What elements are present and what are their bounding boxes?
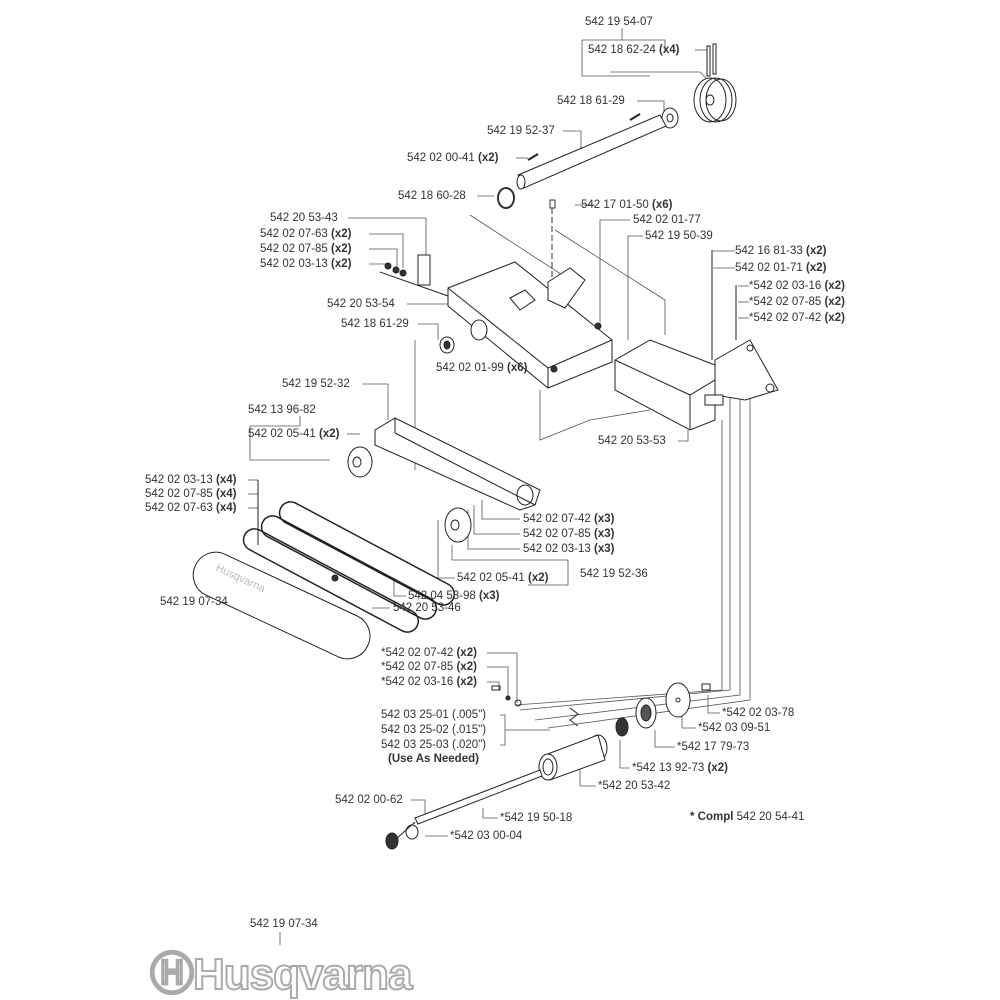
part-label: 542 02 00-41 (x2): [407, 152, 499, 164]
part-label: 542 03 25-01 (.005"): [381, 709, 487, 721]
part-label: 542 20 53-43: [270, 212, 338, 224]
part-label: 542 13 96-82: [248, 404, 316, 416]
part-label: 542 20 53-46: [393, 602, 461, 614]
part-note: (Use As Needed): [388, 753, 479, 765]
part-label: *542 02 03-78: [722, 707, 795, 719]
part-label: *542 20 53-42: [598, 780, 671, 792]
part-label: *542 02 07-42 (x2): [749, 312, 845, 324]
part-label: 542 02 07-85 (x3): [523, 528, 615, 540]
part-label: 542 20 53-54: [327, 298, 395, 310]
part-label: 542 03 25-02 (.015"): [381, 724, 487, 736]
drive-shaft: [516, 113, 667, 190]
part-label: 542 18 60-28: [398, 190, 466, 202]
part-label: 542 19 50-39: [645, 230, 713, 242]
spindle-assembly: [385, 682, 711, 850]
part-label: 542 20 53-53: [598, 435, 666, 447]
crown-h-icon: Ⓗ: [149, 949, 195, 1000]
part-label: *542 02 07-85 (x2): [381, 661, 477, 673]
part-label: 542 02 03-13 (x3): [523, 543, 615, 555]
part-label: 542 17 01-50 (x6): [581, 199, 673, 211]
drive-belts: [242, 501, 456, 633]
part-label: *542 17 79-73: [677, 741, 750, 753]
part-label: 542 19 52-32: [282, 378, 350, 390]
part-label: 542 02 03-13 (x2): [260, 258, 352, 270]
part-label: *542 02 07-85 (x2): [749, 296, 845, 308]
part-label: *542 02 03-16 (x2): [749, 280, 845, 292]
complete-kit-note: * Compl 542 20 54-41: [690, 811, 805, 823]
part-label: 542 02 05-41 (x2): [248, 428, 340, 440]
leader-lines: [236, 28, 751, 945]
part-label: 542 19 07-34: [160, 596, 228, 608]
part-label: 542 03 25-03 (.020"): [381, 739, 487, 751]
part-label: 542 02 01-77: [633, 214, 701, 226]
part-label: 542 02 07-63 (x2): [260, 228, 352, 240]
part-label: 542 02 01-71 (x2): [735, 262, 827, 274]
part-label: 542 16 81-33 (x2): [735, 245, 827, 257]
part-label: 542 02 07-42 (x3): [523, 513, 615, 525]
part-label: 542 02 05-41 (x2): [457, 572, 549, 584]
part-label: 542 19 54-07: [585, 16, 653, 28]
part-label: *542 02 07-42 (x2): [381, 647, 477, 659]
part-label: 542 19 52-37: [487, 125, 555, 137]
o-ring: [497, 187, 515, 209]
part-label: 542 02 07-63 (x4): [145, 502, 237, 514]
part-label: *542 19 50-18: [500, 812, 573, 824]
part-label: 542 02 01-99 (x6): [436, 362, 528, 374]
part-label: 542 18 61-29: [341, 318, 409, 330]
part-label: *542 13 92-73 (x2): [632, 762, 728, 774]
part-label: 542 19 07-34: [250, 918, 318, 930]
part-label: *542 03 00-04: [450, 830, 523, 842]
drive-pulley: [693, 43, 737, 123]
belt-tensioner-arm: [347, 417, 541, 543]
upper-housing: [379, 254, 613, 389]
part-label: 542 19 52-36: [580, 568, 648, 580]
part-label: 542 02 07-85 (x2): [260, 243, 352, 255]
motor-mount-housing: [614, 250, 779, 431]
husqvarna-logo: ⒽHusqvarna: [149, 949, 413, 1000]
part-label: *542 03 09-51: [698, 722, 771, 734]
part-label: 542 02 07-85 (x4): [145, 488, 237, 500]
part-label: 542 18 62-24 (x4): [588, 44, 680, 56]
part-label: 542 02 03-13 (x4): [145, 474, 237, 486]
part-label: 542 18 61-29: [557, 95, 625, 107]
part-label: 542 02 00-62: [335, 794, 403, 806]
part-label: 542 04 53-98 (x3): [408, 590, 500, 602]
part-label: *542 02 03-16 (x2): [381, 676, 477, 688]
